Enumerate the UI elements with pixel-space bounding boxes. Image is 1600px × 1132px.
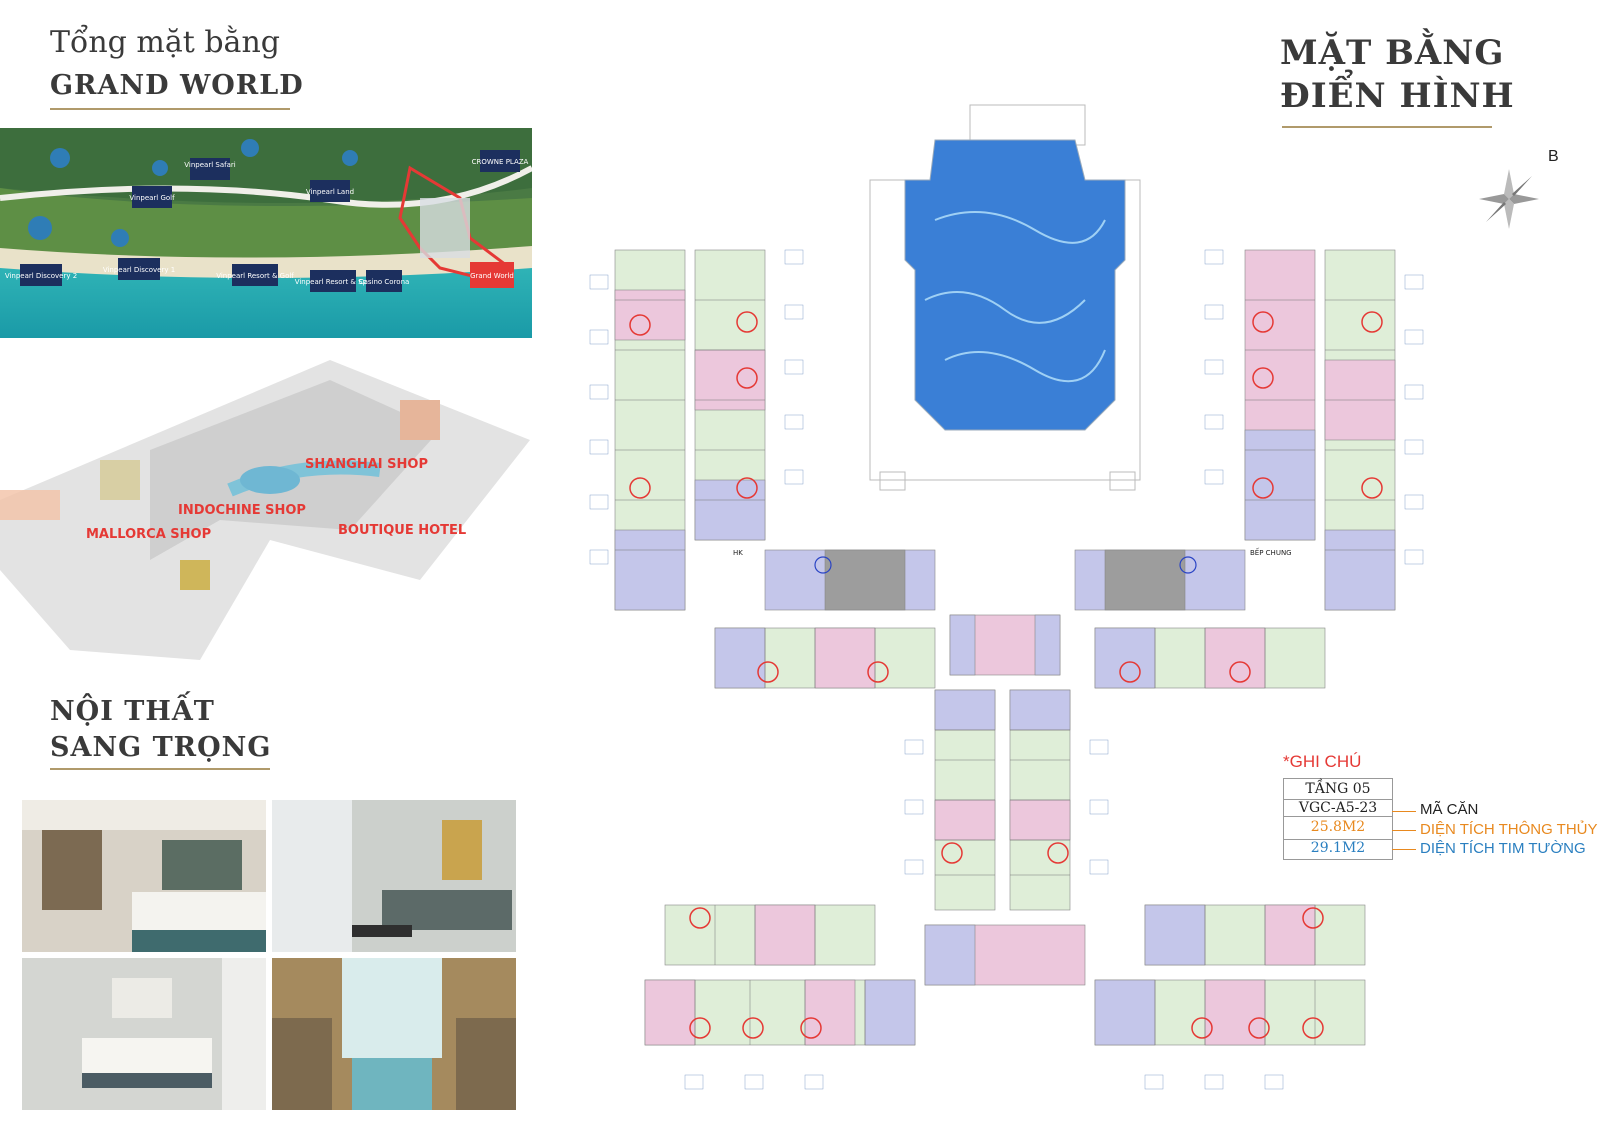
interior-photo-living-room (272, 800, 516, 952)
aerial-map: Vinpearl Safari Vinpearl Golf Vinpearl L… (0, 128, 532, 338)
title-divider (50, 108, 290, 110)
aerial-label: Casino Corona (359, 278, 410, 286)
interior-title: NỘI THẤT SANG TRỌNG (50, 694, 271, 765)
legend-label-gross: DIỆN TÍCH TIM TƯỜNG (1420, 840, 1586, 857)
masterplan-map: SHANGHAI SHOP INDOCHINE SHOP MALLORCA SH… (0, 360, 540, 660)
legend-label-code: MÃ CĂN (1420, 801, 1479, 818)
aerial-label: Vinpearl Safari (184, 161, 235, 169)
compass-icon (1474, 164, 1544, 234)
legend-gross-area: 29.1M2 (1284, 839, 1392, 856)
interior-photo-lobby (272, 958, 516, 1110)
interior-photo-bedroom-2 (22, 958, 266, 1110)
aerial-label: Vinpearl Resort & Golf (216, 272, 294, 280)
service-label-kitchen: BẾP CHUNG (1250, 547, 1292, 557)
floor-plan: HK BẾP CHUNG (585, 100, 1545, 1120)
legend-floor: TẦNG 05 (1305, 781, 1371, 797)
compass-north-label: B (1548, 148, 1559, 165)
floorplan-divider (1282, 126, 1492, 128)
leader-line (1392, 830, 1416, 831)
aerial-label: Vinpearl Golf (129, 194, 175, 202)
aerial-label: Vinpearl Discovery 2 (5, 272, 77, 280)
floorplan-title-line1: MẶT BẰNG (1280, 33, 1505, 73)
legend-box: TẦNG 05 VGC-A5-23 25.8M2 29.1M2 (1283, 778, 1393, 860)
leader-line (1392, 849, 1416, 850)
aerial-label: Vinpearl Discovery 1 (103, 266, 175, 274)
legend-unit-code: VGC-A5-23 (1284, 799, 1392, 817)
masterplan-title-line2: GRAND WORLD (50, 70, 304, 101)
zone-label: INDOCHINE SHOP (178, 503, 306, 518)
legend-net-area: 25.8M2 (1310, 819, 1366, 835)
zone-label: BOUTIQUE HOTEL (338, 523, 466, 538)
interior-photo-bedroom-1 (22, 800, 266, 952)
aerial-label: CROWNE PLAZA (472, 158, 529, 166)
interior-divider (50, 768, 270, 770)
aerial-label: Grand World (470, 272, 514, 280)
legend-label-net: DIỆN TÍCH THÔNG THỦY (1420, 821, 1598, 838)
aerial-label: Vinpearl Resort & Spa (295, 278, 372, 286)
interior-title-line1: NỘI THẤT (50, 696, 215, 727)
interior-title-line2: SANG TRỌNG (50, 731, 272, 763)
service-label-hk: HK (733, 549, 743, 557)
zone-label: MALLORCA SHOP (86, 527, 211, 542)
floorplan-title-line2: ĐIỂN HÌNH (1280, 75, 1515, 116)
masterplan-title-line1: Tổng mặt bằng (50, 25, 280, 60)
leader-line (1392, 811, 1416, 812)
floorplan-title: MẶT BẰNG ĐIỂN HÌNH (1280, 32, 1515, 117)
aerial-label: Vinpearl Land (306, 188, 354, 196)
zone-label: SHANGHAI SHOP (305, 457, 428, 472)
legend-title: *GHI CHÚ (1283, 752, 1362, 771)
